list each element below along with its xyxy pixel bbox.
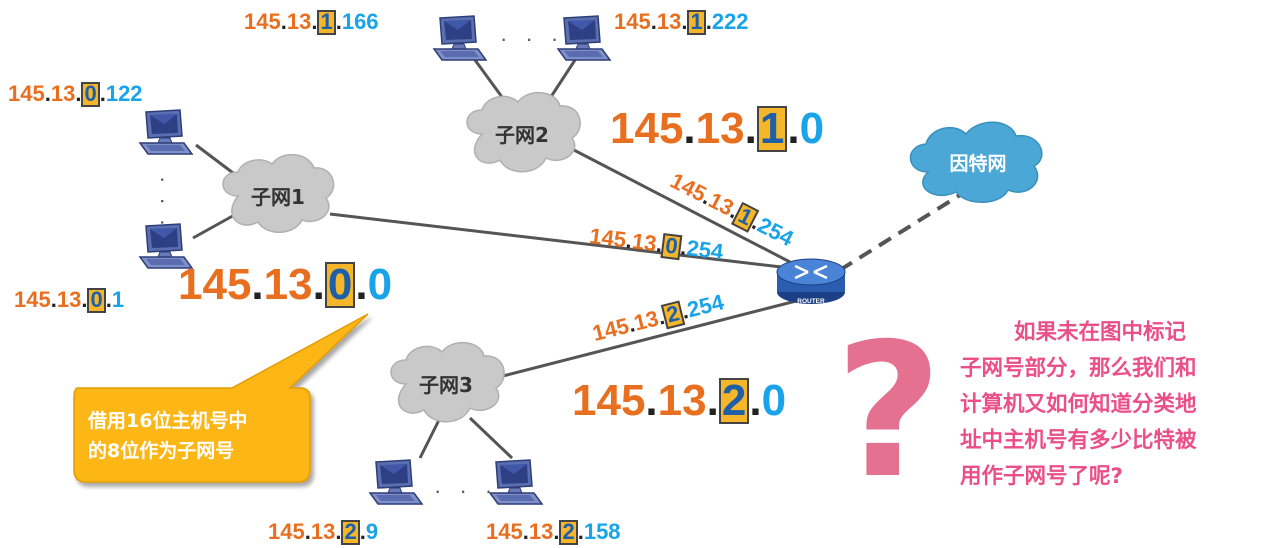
question-line-2: 子网号部分，那么我们和	[960, 356, 1197, 381]
question-mark: ?	[835, 303, 942, 519]
pc-icon-s2-left	[433, 15, 487, 61]
link-subnet3-router	[494, 298, 801, 380]
router-label: ROUTER	[797, 298, 825, 305]
callout-bubble	[73, 313, 369, 483]
pc-icon-s2-right	[557, 15, 611, 61]
ip-host-s3-right: 145.13.2.158	[486, 519, 621, 545]
callout-line-2: 的8位作为子网号	[88, 440, 235, 462]
callout-text: 借用16位主机号中 的8位作为子网号	[88, 406, 278, 466]
cloud-label-subnet2: 子网2	[495, 123, 549, 147]
question-line-3: 计算机又如何知道分类地	[960, 392, 1197, 417]
pc-icon-s1-top	[139, 109, 193, 155]
router-icon: ROUTER	[776, 258, 846, 305]
cloud-label-subnet1: 子网1	[251, 185, 305, 209]
ellipsis-subnet2: · · ·	[500, 26, 565, 51]
question-line-1: 如果未在图中标记	[1014, 320, 1187, 345]
ellipsis-subnet1: · · ·	[151, 176, 176, 231]
ellipsis-subnet3: · · ·	[434, 478, 499, 503]
link-subnet1-router	[329, 212, 791, 270]
question-line-5: 用作子网号了呢?	[960, 464, 1123, 489]
cloud-subnet1: 子网1	[222, 154, 335, 233]
ip-network-subnet2: 145.13.1.0	[610, 104, 825, 153]
ip-network-subnet1: 145.13.0.0	[178, 260, 393, 309]
cloud-label-subnet3: 子网3	[419, 373, 473, 397]
link-router-internet	[838, 193, 962, 272]
cloud-subnet3: 子网3	[390, 342, 505, 423]
ip-host-s2-left: 145.13.1.166	[244, 9, 379, 35]
ip-host-s1-top: 145.13.0.122	[8, 81, 143, 107]
ip-host-s2-right: 145.13.1.222	[614, 9, 749, 35]
ip-host-s1-bottom: 145.13.0.1	[14, 287, 125, 313]
link-pc-s3-left	[418, 417, 442, 459]
link-pc-s3-right	[468, 416, 514, 460]
cloud-label-internet: 因特网	[949, 153, 1006, 175]
link-pc-s1-bottom	[192, 211, 239, 240]
link-subnet2-router	[569, 146, 791, 264]
ip-host-s3-left: 145.13.2.9	[268, 519, 379, 545]
ip-network-subnet3: 145.13.2.0	[572, 376, 787, 425]
pc-icon-s3-left	[369, 459, 423, 505]
question-text: 如果未在图中标记 子网号部分，那么我们和 计算机又如何知道分类地 址中主机号有多…	[960, 315, 1260, 495]
callout-line-1: 借用16位主机号中	[88, 410, 248, 432]
cloud-internet: 因特网	[909, 121, 1043, 203]
links	[192, 59, 962, 460]
question-line-4: 址中主机号有多少比特被	[960, 428, 1197, 453]
cloud-subnet2: 子网2	[466, 92, 581, 173]
